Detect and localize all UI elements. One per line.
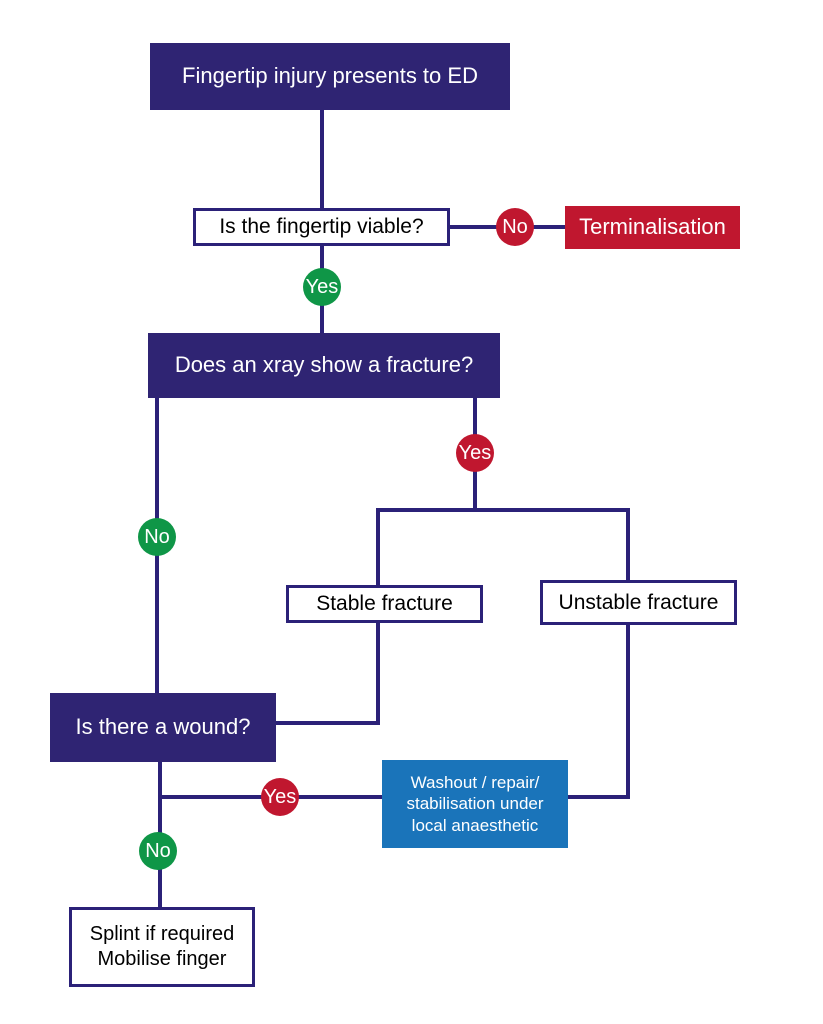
circle-xray-no-label: No — [144, 525, 170, 548]
circle-viable-no: No — [496, 208, 534, 246]
node-fingertip-viable-label: Is the fingertip viable? — [219, 215, 424, 239]
node-splint-line-2: Mobilise finger — [97, 948, 227, 970]
circle-viable-yes: Yes — [303, 268, 341, 306]
line-xray-yes-branch — [376, 398, 630, 587]
node-terminalisation-label: Terminalisation — [579, 214, 726, 240]
node-stable-fracture: Stable fracture — [286, 585, 483, 623]
circle-viable-no-label: No — [502, 215, 528, 238]
node-splint-line-1: Splint if required — [89, 923, 235, 945]
node-splint-mobilise: Splint if required Mobilise finger — [69, 907, 255, 987]
node-fingertip-injury-label: Fingertip injury presents to ED — [182, 63, 478, 89]
circle-wound-no-label: No — [145, 839, 171, 862]
circle-viable-yes-label: Yes — [305, 275, 339, 298]
circle-xray-yes-label: Yes — [458, 441, 492, 464]
line-unstable-to-washout — [568, 625, 630, 799]
circle-xray-yes: Yes — [456, 434, 494, 472]
node-unstable-fracture-label: Unstable fracture — [558, 590, 719, 614]
node-xray-fracture-label: Does an xray show a fracture? — [174, 352, 474, 378]
node-terminalisation: Terminalisation — [565, 206, 740, 249]
node-washout-line-1: Washout / repair/ — [410, 773, 540, 793]
node-wound-question-label: Is there a wound? — [75, 714, 251, 740]
node-fingertip-viable: Is the fingertip viable? — [193, 208, 450, 246]
node-xray-fracture: Does an xray show a fracture? — [148, 333, 500, 398]
node-washout-repair: Washout / repair/ stabilisation under lo… — [382, 760, 568, 848]
circle-xray-no: No — [138, 518, 176, 556]
circle-wound-yes: Yes — [261, 778, 299, 816]
node-washout-line-2: stabilisation under — [406, 794, 544, 814]
line-stable-to-wound — [276, 623, 380, 725]
node-fingertip-injury: Fingertip injury presents to ED — [150, 43, 510, 110]
node-stable-fracture-label: Stable fracture — [316, 592, 453, 616]
node-wound-question: Is there a wound? — [50, 693, 276, 762]
node-unstable-fracture: Unstable fracture — [540, 580, 737, 625]
circle-wound-no: No — [139, 832, 177, 870]
circle-wound-yes-label: Yes — [263, 785, 297, 808]
node-washout-line-3: local anaesthetic — [411, 815, 539, 835]
